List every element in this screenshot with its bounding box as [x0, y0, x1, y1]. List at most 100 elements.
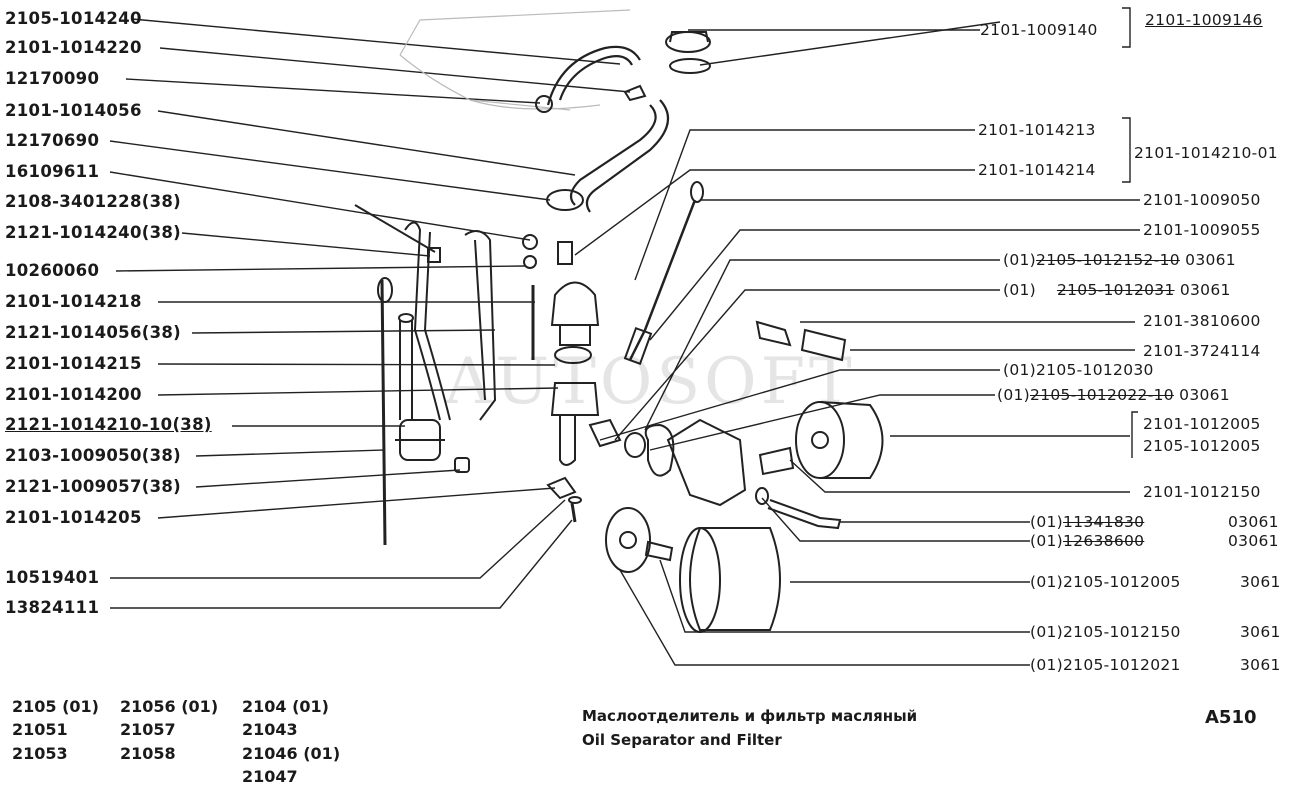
leader-r7: [614, 289, 1000, 441]
right-label-r12: 2101-1012005: [1143, 415, 1261, 433]
leader-l17: [110, 499, 566, 579]
model-cell: 21043: [242, 720, 298, 739]
r11-suffix: 03061: [1179, 386, 1230, 404]
model-cell: 2104 (01): [242, 697, 329, 716]
leader-l18: [110, 519, 573, 609]
r11-number: 2105-1012022-10: [1030, 386, 1174, 404]
right-label-r16: (01)2105-1012005: [1030, 573, 1181, 591]
leader-l5: [109, 140, 551, 201]
washer: [568, 496, 582, 504]
leader-l12: [157, 387, 559, 396]
dipstick-left: [380, 279, 387, 546]
leader-r17: [659, 559, 1030, 633]
right-label-r7: (01) 2105-1012031 03061: [1003, 280, 1231, 300]
oil-tube: [399, 320, 413, 420]
small-bolt: [623, 84, 647, 102]
clamp-small: [535, 95, 553, 113]
leader-l2: [159, 47, 631, 93]
right-label-r8: 2101-3810600: [1143, 312, 1261, 330]
right-label-r5: 2101-1009055: [1143, 221, 1261, 239]
left-label-6: 16109611: [5, 162, 100, 181]
left-label-9: 10260060: [5, 261, 100, 280]
leader-r13: [789, 459, 1130, 493]
left-label-11: 2121-1014056(38): [5, 323, 181, 342]
leader-r11: [649, 394, 995, 451]
right-label-r17: (01)2105-1012150: [1030, 623, 1181, 641]
left-label-5: 12170690: [5, 131, 100, 150]
left-label-10: 2101-1014218: [5, 292, 142, 311]
leader-r1b: [699, 21, 1001, 66]
leader-r15: [761, 497, 1030, 542]
separator-hose-b: [464, 230, 497, 421]
leader-l10: [191, 329, 496, 334]
left-label-8: 2121-1014240(38): [5, 223, 181, 242]
model-cell: 21046 (01): [242, 744, 341, 763]
leader-r5: [649, 229, 1140, 341]
dipstick-right: [628, 199, 697, 361]
separator-hose-a: [404, 221, 451, 421]
leader-r2: [634, 129, 975, 281]
leader-r10: [599, 369, 1000, 441]
right-label-r15-suffix: 03061: [1228, 532, 1279, 550]
cap-gasket: [669, 58, 711, 74]
r6-number: 2105-1012152-10: [1036, 251, 1180, 269]
right-label-r1b: 2101-1009146: [1145, 11, 1263, 29]
right-label-r10: (01)2105-1012030: [1003, 361, 1154, 379]
bracket-1: [1122, 7, 1131, 48]
left-label-17: 2101-1014205: [5, 508, 142, 527]
filter-bracket: [644, 423, 675, 477]
r11-prefix: (01): [997, 386, 1031, 404]
lower-filter-body: [689, 527, 781, 631]
r14-number: 11341830: [1063, 513, 1145, 531]
hose-clamp: [546, 189, 584, 211]
r15-number: 12638600: [1063, 532, 1145, 550]
right-label-r2: 2101-1014213: [978, 121, 1096, 139]
r7-suffix: 03061: [1179, 281, 1231, 299]
leader-l14: [195, 449, 386, 457]
upper-hose: [546, 45, 641, 106]
leader-l15: [195, 469, 461, 488]
title-russian: Маслоотделитель и фильтр масляный: [582, 707, 918, 725]
long-bolt: [767, 499, 842, 530]
left-label-1: 2105-1014240: [5, 9, 142, 28]
left-label-19: 13824111: [5, 598, 100, 617]
left-label-4: 2101-1014056: [5, 101, 142, 120]
grommet: [522, 234, 538, 250]
right-label-r2b: 2101-1014210-01: [1134, 144, 1278, 162]
fitting: [588, 418, 622, 448]
right-label-r14-suffix: 03061: [1228, 513, 1279, 531]
left-label-3: 12170090: [5, 69, 100, 88]
model-cell: 21053: [12, 744, 68, 763]
leader-l8: [115, 265, 526, 272]
bracket-plate: [546, 476, 577, 500]
left-label-7: 2108-3401228(38): [5, 192, 181, 211]
left-label-12: 2101-1014215: [5, 354, 142, 373]
right-label-r6: (01)2105-1012152-10 03061: [1003, 250, 1236, 270]
right-label-r3: 2101-1014214: [978, 161, 1096, 179]
leader-l1: [131, 18, 621, 65]
washer-2: [755, 487, 769, 505]
r15-prefix: (01): [1030, 532, 1064, 550]
r7-prefix: (01): [1003, 281, 1037, 299]
right-label-r17-suffix: 3061: [1240, 623, 1281, 641]
left-label-15: 2103-1009050(38): [5, 446, 181, 465]
right-label-r12b: 2105-1012005: [1143, 437, 1261, 455]
model-cell: 21058: [120, 744, 176, 763]
breather-hose: [569, 99, 670, 213]
r6-prefix: (01): [1003, 251, 1037, 269]
right-label-r14: (01)11341830: [1030, 512, 1144, 532]
right-label-r18-suffix: 3061: [1240, 656, 1281, 674]
sensor-wire: [354, 204, 436, 253]
right-label-r13: 2101-1012150: [1143, 483, 1261, 501]
model-cell: 21057: [120, 720, 176, 739]
leader-l7: [181, 232, 431, 257]
valve-fitting: [557, 241, 573, 265]
model-cell: 21051: [12, 720, 68, 739]
sensor-plug: [427, 247, 441, 263]
watermark: AUTOSOFT: [445, 345, 856, 419]
right-label-r11: (01)2105-1012022-10 03061: [997, 385, 1230, 405]
cover-outline: [399, 9, 631, 111]
right-label-r4: 2101-1009050: [1143, 191, 1261, 209]
right-label-r16-suffix: 3061: [1240, 573, 1281, 591]
